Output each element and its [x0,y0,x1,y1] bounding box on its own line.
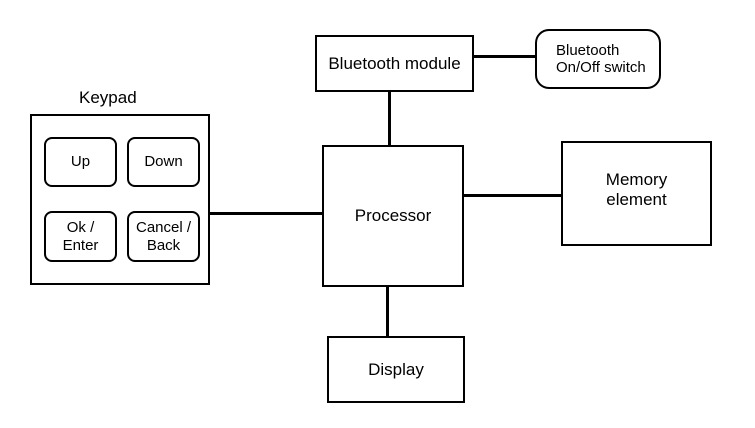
bluetooth-switch-label: Bluetooth On/Off switch [556,41,646,76]
key-down-label: Down [144,153,183,170]
key-down: Down [127,137,200,187]
wire-bluetooth-switch [473,55,537,58]
wire-bluetooth-processor [388,91,391,146]
memory-element-label: Memory element [605,169,668,209]
key-ok-enter-label: Ok / Enter [62,218,99,254]
wire-keypad-processor [209,212,323,215]
bluetooth-switch-box: Bluetooth On/Off switch [535,29,661,89]
key-ok-enter: Ok / Enter [44,211,117,262]
key-cancel-back-label: Cancel / Back [135,218,192,254]
display-box: Display [327,336,465,403]
memory-element-box: Memory element [561,141,712,246]
display-label: Display [368,359,424,379]
bluetooth-module-box: Bluetooth module [315,35,474,92]
wire-processor-display [386,286,389,337]
key-cancel-back: Cancel / Back [127,211,200,262]
key-up: Up [44,137,117,187]
processor-label: Processor [354,206,432,226]
bluetooth-module-label: Bluetooth module [328,53,461,73]
keypad-title: Keypad [79,88,137,107]
key-up-label: Up [70,153,91,170]
wire-processor-memory [463,194,562,197]
processor-box: Processor [322,145,464,287]
